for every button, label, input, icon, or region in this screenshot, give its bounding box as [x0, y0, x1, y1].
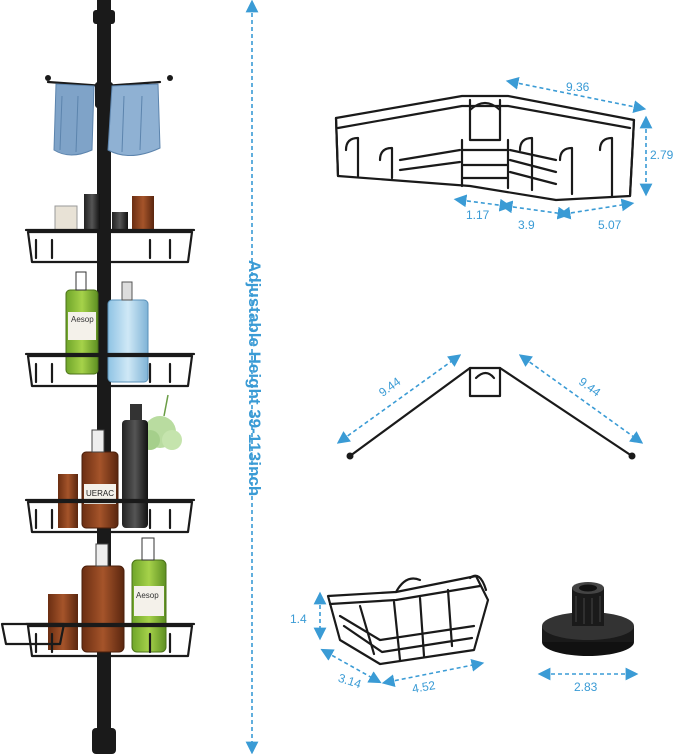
- corner-basket-drawing: [334, 94, 636, 202]
- shelf-3: UERAC: [24, 404, 196, 534]
- arrow-soap-length: [381, 658, 485, 688]
- shelf-1: [24, 194, 196, 264]
- soap-basket-drawing: [326, 574, 490, 666]
- dim-corner-height: 2.79: [650, 148, 674, 162]
- dim-soap-height: 1.4: [290, 612, 307, 626]
- pole-base-drawing: [542, 582, 634, 656]
- dim-corner-depth-b: 3.9: [518, 218, 535, 232]
- arrow-depth-a: [453, 194, 513, 212]
- arrow-depth-c: [557, 198, 635, 220]
- arrow-depth-b: [499, 200, 571, 220]
- bottle-label-aesop-1: Aesop: [71, 315, 94, 324]
- shelf-4: Aesop: [0, 537, 196, 658]
- arrow-arm-right: [518, 354, 644, 444]
- towel-bar: [45, 75, 173, 156]
- dim-base-diameter: 2.83: [574, 680, 598, 694]
- dim-corner-depth-a: 1.17: [466, 208, 490, 222]
- bottle-label-aesop-2: Aesop: [136, 591, 159, 600]
- shelf-2: Aesop: [24, 271, 196, 388]
- dim-corner-depth-c: 5.07: [598, 218, 622, 232]
- bottle-label-uerac: UERAC: [86, 489, 114, 498]
- arrow-width-top: [505, 77, 647, 113]
- adjustable-height-label: Adjustable Height 39-113inch: [245, 260, 264, 497]
- dim-corner-width: 9.36: [566, 80, 590, 94]
- arrow-arm-left: [336, 354, 462, 444]
- arrow-soap-width: [320, 648, 382, 684]
